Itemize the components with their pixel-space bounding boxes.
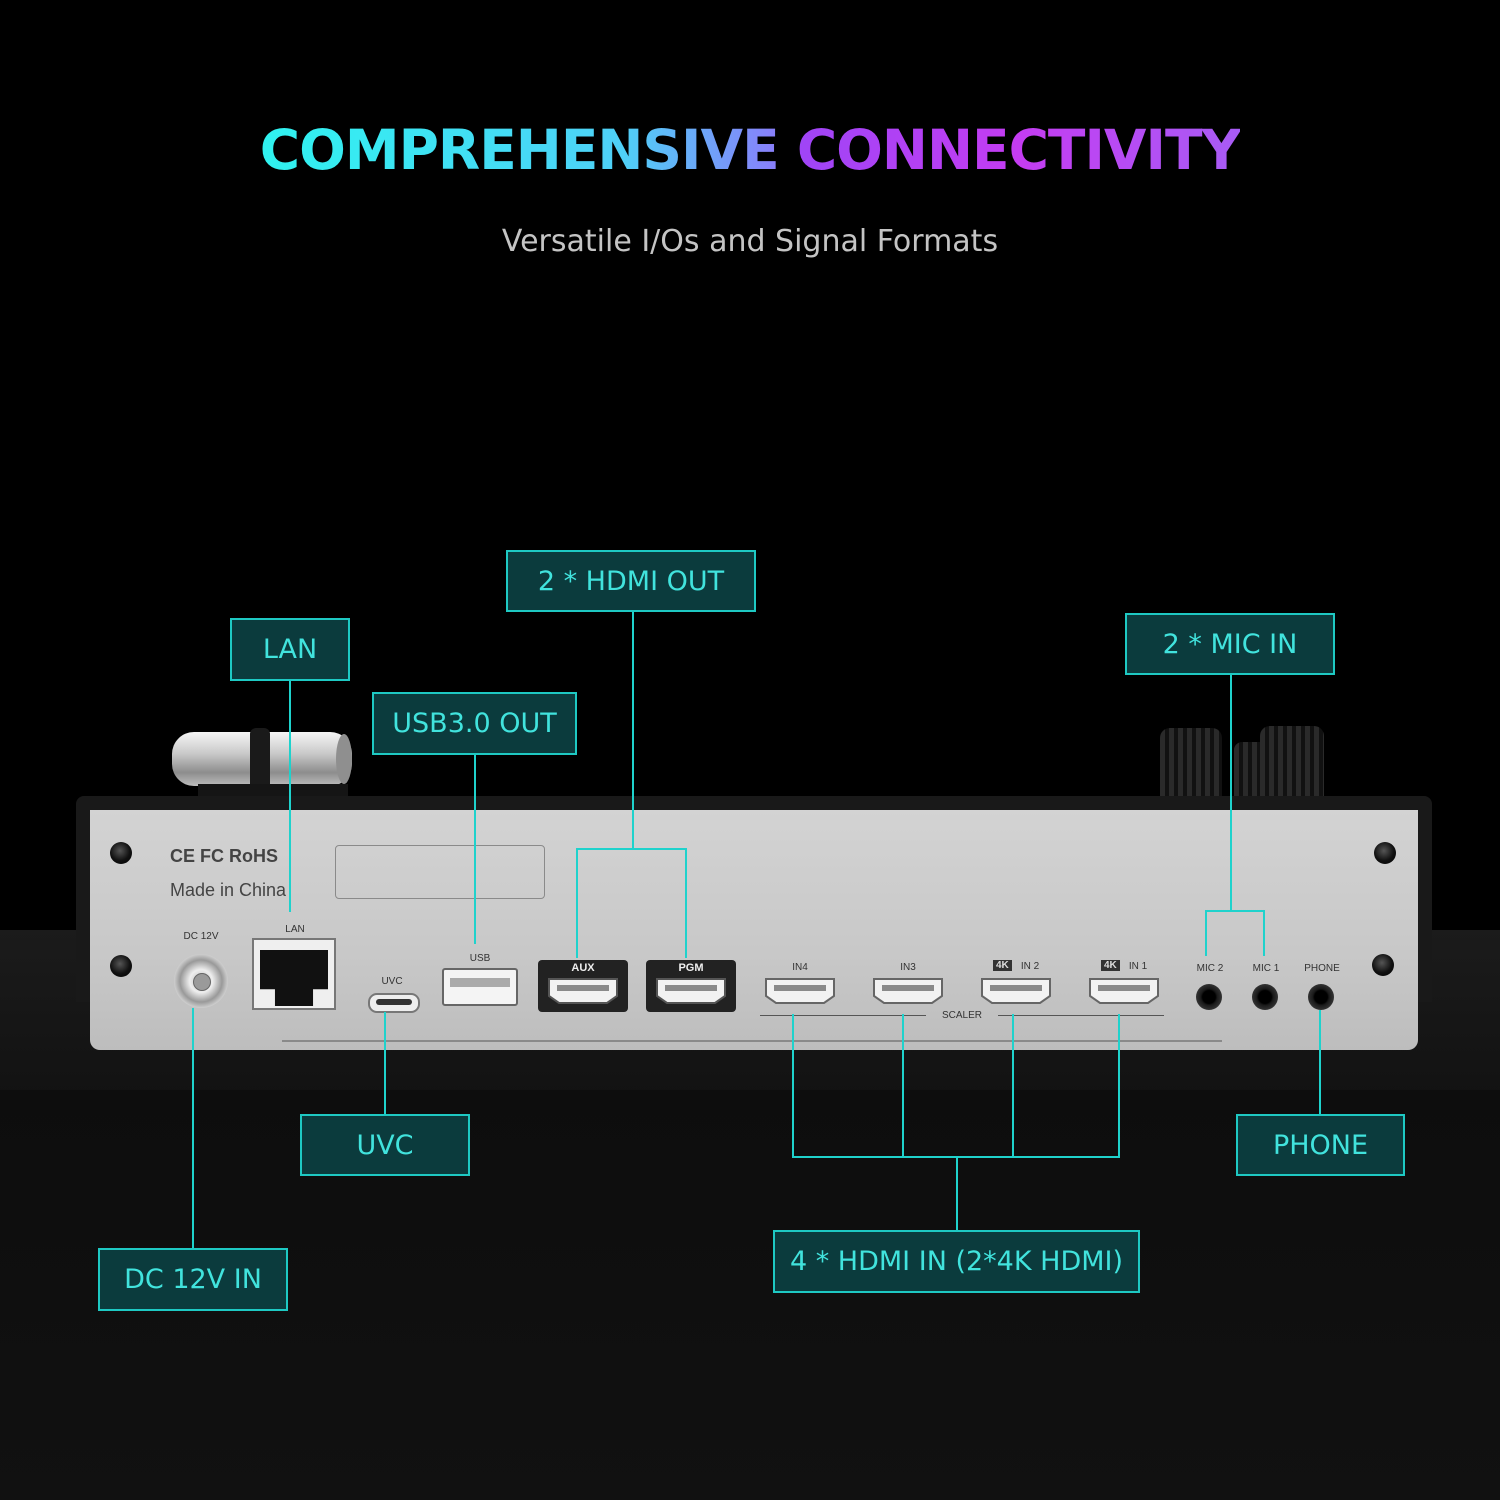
made-in-label: Made in China <box>170 880 287 900</box>
port-label-lan: LAN <box>285 924 305 935</box>
port-label-usb: USB <box>469 953 491 964</box>
connector-uvc <box>384 1012 386 1116</box>
connector-in3 <box>902 1014 904 1158</box>
knob-right <box>1260 726 1324 802</box>
port-label-in3: IN3 <box>900 962 916 973</box>
callout-mic-in: 2 * MIC IN <box>1125 613 1335 675</box>
screw-icon <box>110 842 132 864</box>
tbar-end <box>336 734 352 784</box>
connector-pgm <box>685 848 687 958</box>
port-label-in4: IN4 <box>792 962 808 973</box>
dc-power-jack-center <box>193 973 211 991</box>
port-label-mic1: MIC 1 <box>1252 963 1280 974</box>
connector-mic-bar <box>1205 910 1265 912</box>
title-word-comprehensive: COMPREHENSIVE <box>259 118 780 182</box>
connector-mic2 <box>1205 910 1207 956</box>
callout-lan: LAN <box>230 618 350 681</box>
usb-a-port <box>442 968 518 1006</box>
hdmi-port-in3 <box>873 978 943 1004</box>
page-subtitle: Versatile I/Os and Signal Formats <box>501 224 999 259</box>
usb-a-tongue <box>450 978 510 987</box>
connector-hdmi-out-bar <box>576 848 687 850</box>
page-title: COMPREHENSIVE CONNECTIVITY <box>0 118 1500 182</box>
panel-bottom-edge <box>282 1040 1222 1042</box>
tbar-grip <box>250 728 270 790</box>
connector-dc <box>192 1008 194 1251</box>
mic1-jack <box>1252 984 1278 1010</box>
port-label-phone: PHONE <box>1304 963 1340 974</box>
connector-lan <box>289 680 291 912</box>
mic2-jack <box>1196 984 1222 1010</box>
port-label-in2: IN 2 <box>1020 961 1040 972</box>
connector-hdmi-in-stem <box>956 1156 958 1232</box>
hdmi-port-in1 <box>1089 978 1159 1004</box>
connector-usb <box>474 754 476 944</box>
scaler-label: SCALER <box>941 1010 982 1021</box>
connector-in2 <box>1012 1014 1014 1158</box>
hdmi-port-pgm <box>656 978 726 1004</box>
connector-phone <box>1319 1010 1321 1116</box>
port-label-uvc: UVC <box>381 976 403 987</box>
serial-label-plate <box>335 845 545 899</box>
screw-icon <box>1372 954 1394 976</box>
hdmi-port-in4 <box>765 978 835 1004</box>
connector-in1 <box>1118 1014 1120 1158</box>
aux-label: AUX <box>571 962 595 974</box>
connector-aux <box>576 848 578 958</box>
device-rear-panel <box>90 810 1418 1050</box>
screw-icon <box>1374 842 1396 864</box>
callout-phone: PHONE <box>1236 1114 1405 1176</box>
hdmi-port-aux <box>548 978 618 1004</box>
title-word-connectivity: CONNECTIVITY <box>796 118 1241 182</box>
callout-hdmi-in: 4 * HDMI IN (2*4K HDMI) <box>773 1230 1140 1293</box>
uvc-usb-c-socket <box>376 999 412 1005</box>
port-label-in1: IN 1 <box>1128 961 1148 972</box>
connector-in4 <box>792 1014 794 1158</box>
scaler-divider-right <box>998 1015 1164 1016</box>
callout-usb-out: USB3.0 OUT <box>372 692 577 755</box>
callout-uvc: UVC <box>300 1114 470 1176</box>
port-label-mic2: MIC 2 <box>1196 963 1224 974</box>
knob-left <box>1160 728 1222 802</box>
certification-marks: CE FC RoHS <box>170 846 278 866</box>
connector-mic-stem <box>1230 674 1232 912</box>
port-label-dc: DC 12V <box>183 931 219 942</box>
callout-hdmi-out: 2 * HDMI OUT <box>506 550 756 612</box>
hdmi-port-in2 <box>981 978 1051 1004</box>
callout-dc-in: DC 12V IN <box>98 1248 288 1311</box>
connector-hdmi-out-stem <box>632 611 634 850</box>
phone-jack <box>1308 984 1334 1010</box>
screw-icon <box>110 955 132 977</box>
connector-mic1 <box>1263 910 1265 956</box>
badge-4k: 4K <box>1101 960 1120 971</box>
scaler-divider-left <box>760 1015 926 1016</box>
badge-4k: 4K <box>993 960 1012 971</box>
pgm-label: PGM <box>678 962 704 974</box>
